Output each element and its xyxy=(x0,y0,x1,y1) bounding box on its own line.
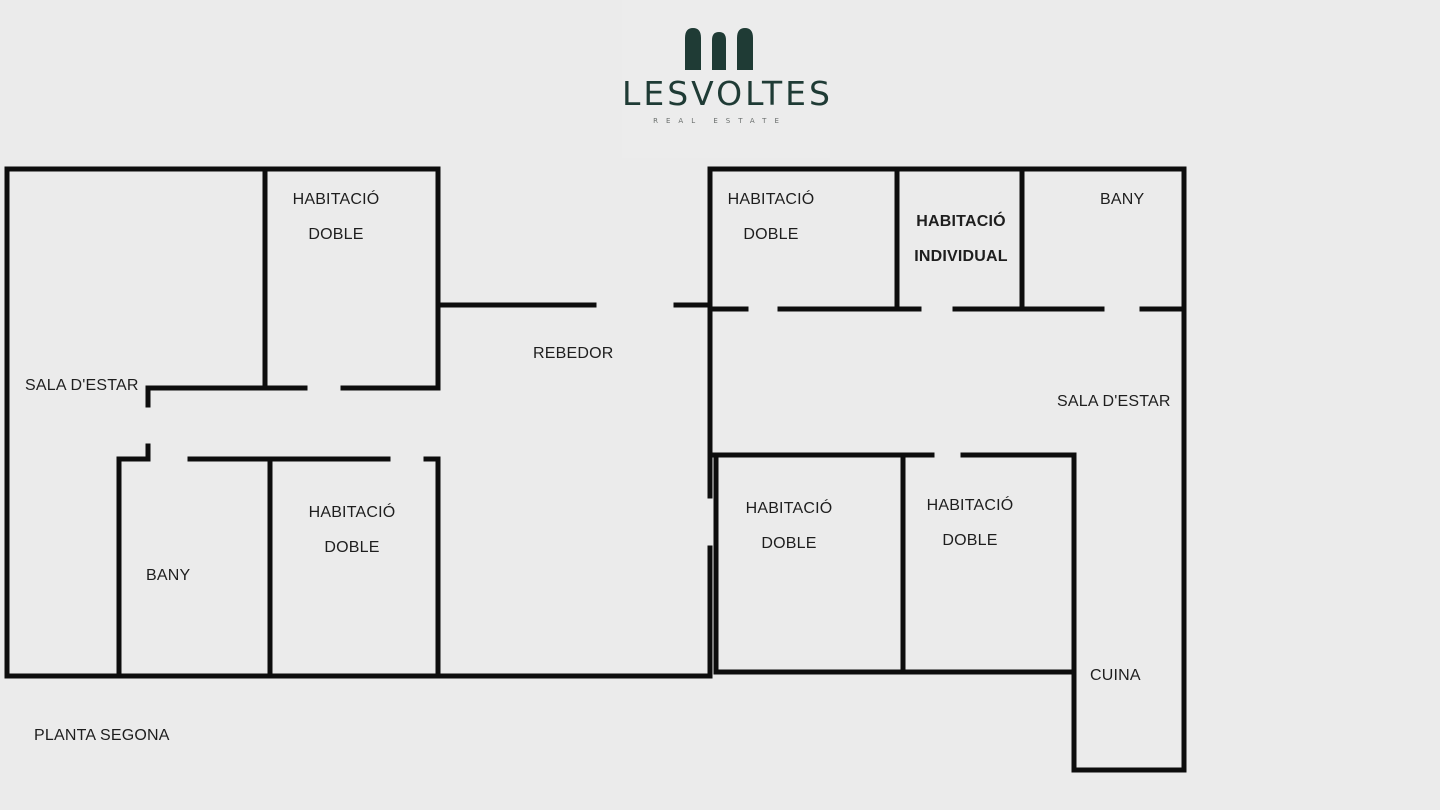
room-label-line: HABITACIÓ xyxy=(292,191,380,208)
logo-tagline: REAL ESTATE xyxy=(653,117,787,125)
room-label-line: HABITACIÓ xyxy=(745,500,833,517)
room-label-west-bedroom-bottom: HABITACIÓ DOBLE xyxy=(297,504,407,557)
room-label-line: DOBLE xyxy=(324,539,380,556)
room-label-west-bedroom-top: HABITACIÓ DOBLE xyxy=(281,191,391,244)
room-label-west-bathroom: BANY xyxy=(146,567,191,584)
room-label-east-bedroom-left: HABITACIÓ DOBLE xyxy=(734,500,844,553)
room-label-east-bathroom: BANY xyxy=(1100,191,1145,208)
room-label-line: HABITACIÓ xyxy=(926,497,1014,514)
room-label-kitchen: CUINA xyxy=(1090,667,1141,684)
logo-wordmark: LESVOLTES xyxy=(622,74,833,113)
logo-panel xyxy=(622,0,830,158)
floor-label: PLANTA SEGONA xyxy=(34,727,170,744)
room-label-line: HABITACIÓ xyxy=(916,213,1006,230)
room-label-east-bedroom-top: HABITACIÓ DOBLE xyxy=(716,191,826,244)
room-label-east-single: HABITACIÓ INDIVIDUAL xyxy=(903,213,1019,266)
room-label-line: DOBLE xyxy=(942,532,998,549)
room-label-line: HABITACIÓ xyxy=(308,504,396,521)
room-label-west-living: SALA D'ESTAR xyxy=(25,377,139,394)
room-label-east-bedroom-right: HABITACIÓ DOBLE xyxy=(915,497,1025,550)
arches-logo-icon xyxy=(685,28,753,70)
room-label-line: DOBLE xyxy=(308,226,364,243)
room-label-line: DOBLE xyxy=(761,535,817,552)
room-label-line: HABITACIÓ xyxy=(727,191,815,208)
room-label-east-living: SALA D'ESTAR xyxy=(1057,393,1171,410)
room-label-line: DOBLE xyxy=(743,226,799,243)
room-label-line: INDIVIDUAL xyxy=(914,248,1008,265)
room-label-hall: REBEDOR xyxy=(533,345,614,362)
